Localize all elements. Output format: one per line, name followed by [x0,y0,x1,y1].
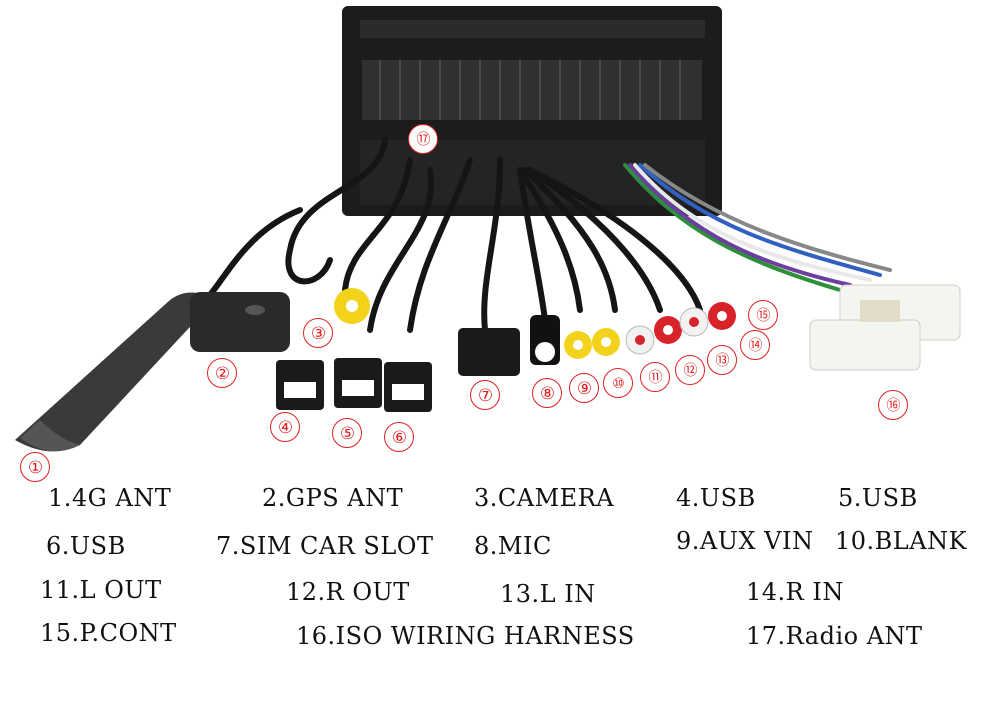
legend-item: 5.USB [838,484,918,512]
legend-item: 8.MIC [474,532,552,560]
marker-14: ⑭ [740,330,770,360]
marker-16: ⑯ [878,390,908,420]
marker-8: ⑧ [532,378,562,408]
marker-4: ④ [270,412,300,442]
legend-item: 1.4G ANT [48,484,172,512]
legend-item: 11.L OUT [40,576,162,604]
marker-3: ③ [303,318,333,348]
marker-7: ⑦ [470,380,500,410]
product-photo [15,6,961,452]
marker-10: ⑩ [603,368,633,398]
cables [207,137,703,333]
iso-harness-plugs [809,284,961,371]
legend-item: 17.Radio ANT [746,622,923,650]
legend-item: 13.L IN [500,580,596,608]
legend-item: 2.GPS ANT [262,484,404,512]
marker-11: ⑪ [640,362,670,392]
legend-item: 7.SIM CAR SLOT [216,532,434,560]
marker-2: ② [207,358,237,388]
legend-item: 10.BLANK [835,527,968,555]
head-unit-back [342,6,722,216]
marker-1: ① [20,452,50,482]
marker-15: ⑮ [748,300,778,330]
iso-wires [623,163,892,292]
legend-item: 6.USB [46,532,126,560]
legend-item: 12.R OUT [286,578,410,606]
marker-5: ⑤ [332,418,362,448]
sim-slot-module [458,328,520,376]
legend-item: 14.R IN [746,578,844,606]
marker-12: ⑫ [675,355,705,385]
marker-6: ⑥ [384,422,414,452]
camera-rca-connector [334,288,370,324]
marker-9: ⑨ [569,373,599,403]
legend-item: 4.USB [676,484,756,512]
legend-item: 3.CAMERA [474,484,615,512]
legend-item: 9.AUX VIN [676,527,814,555]
mic-jack [530,315,560,365]
marker-17: ⑰ [408,124,438,154]
marker-13: ⑬ [707,345,737,375]
gps-antenna [190,292,290,352]
rca-connectors [564,302,736,359]
usb-connectors [276,358,432,412]
legend-item: 16.ISO WIRING HARNESS [296,622,635,650]
4g-antenna [15,292,215,452]
legend-item: 15.P.CONT [40,619,177,647]
